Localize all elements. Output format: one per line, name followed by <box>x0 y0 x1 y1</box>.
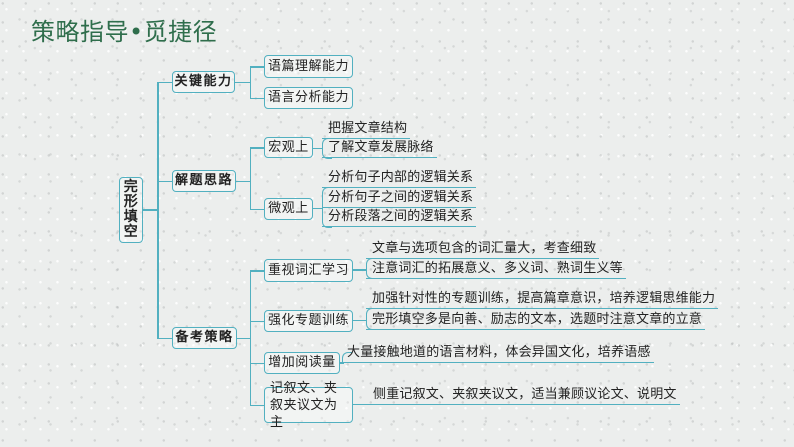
connector-line <box>313 147 323 149</box>
node-label: 强化专题训练 <box>267 313 349 328</box>
connector-line <box>249 404 265 406</box>
connector-line <box>157 81 159 339</box>
connector-line <box>353 319 367 321</box>
leaf-item: 完形填空多是向善、励志的文本，选题时注意文章的立意 <box>366 312 706 330</box>
branch-node-key-abilities: 关键能力 <box>172 71 235 93</box>
leaf-item: 了解文章发展脉络 <box>322 140 437 158</box>
connector-line <box>249 147 265 149</box>
leaf-item: 分析句子内部的逻辑关系 <box>322 170 477 188</box>
branch-label: 解题思路 <box>174 173 233 188</box>
node-label: 语篇理解能力 <box>267 58 349 74</box>
branch-label: 关键能力 <box>174 74 233 89</box>
connector-line <box>142 209 158 211</box>
branch-label: 备考策略 <box>175 330 234 345</box>
node-reading-volume: 增加阅读量 <box>264 352 340 374</box>
connector-line <box>249 270 251 406</box>
leaf-item: 分析段落之间的逻辑关系 <box>322 209 477 227</box>
connector-line <box>249 97 265 99</box>
leaf-item: 文章与选项包含的词汇量大，考查细致 <box>366 241 600 259</box>
node-topic-training: 强化专题训练 <box>264 310 353 332</box>
leaf-item: 侧重记叙文、夹叙夹议文，适当兼顾议论文、说明文 <box>353 387 680 405</box>
connector-line <box>249 362 265 364</box>
root-node: 完形填空 <box>119 177 143 243</box>
connector-line <box>157 81 172 83</box>
connector-line <box>249 270 265 272</box>
connector-line <box>249 66 265 68</box>
node-label: 微观上 <box>268 201 309 216</box>
connector-line <box>235 81 250 83</box>
node-language-analysis: 语言分析能力 <box>264 87 353 109</box>
root-node-label: 完形填空 <box>123 179 139 240</box>
node-discourse-comprehension: 语篇理解能力 <box>264 55 353 78</box>
connector-line <box>237 337 250 339</box>
node-micro: 微观上 <box>264 198 313 220</box>
node-genre-focus: 记叙文、夹叙夹议文为主 <box>264 381 353 430</box>
leaf-item: 大量接触地道的语言材料，体会异国文化，培养语感 <box>342 345 654 363</box>
page-title: 策略指导•觅捷径 <box>31 18 218 46</box>
node-label: 重视词汇学习 <box>267 262 349 278</box>
connector-line <box>157 337 172 339</box>
node-label: 增加阅读量 <box>268 355 336 370</box>
leaf-bracket <box>342 352 352 364</box>
branch-node-solving-approach: 解题思路 <box>172 170 236 192</box>
connector-line <box>249 66 251 99</box>
connector-line <box>236 180 250 182</box>
node-label: 记叙文、夹叙夹议文为主 <box>270 380 338 430</box>
connector-line <box>249 208 265 210</box>
connector-line <box>157 180 172 182</box>
branch-node-prep-strategy: 备考策略 <box>172 327 237 349</box>
leaf-item: 加强针对性的专题训练，提高篇章意识，培养逻辑思维能力 <box>366 291 719 309</box>
connector-line <box>353 269 367 271</box>
connector-line <box>313 207 323 209</box>
leaf-item: 把握文章结构 <box>322 121 411 139</box>
leaf-item: 分析句子之间的逻辑关系 <box>322 190 477 208</box>
connector-line <box>249 320 265 322</box>
node-label: 宏观上 <box>268 139 309 155</box>
leaf-item: 注意词汇的拓展意义、多义词、熟词生义等 <box>366 261 626 279</box>
node-label: 语言分析能力 <box>267 90 349 105</box>
node-vocabulary-study: 重视词汇学习 <box>264 259 353 282</box>
connector-line <box>249 147 251 210</box>
node-macro: 宏观上 <box>264 137 313 158</box>
